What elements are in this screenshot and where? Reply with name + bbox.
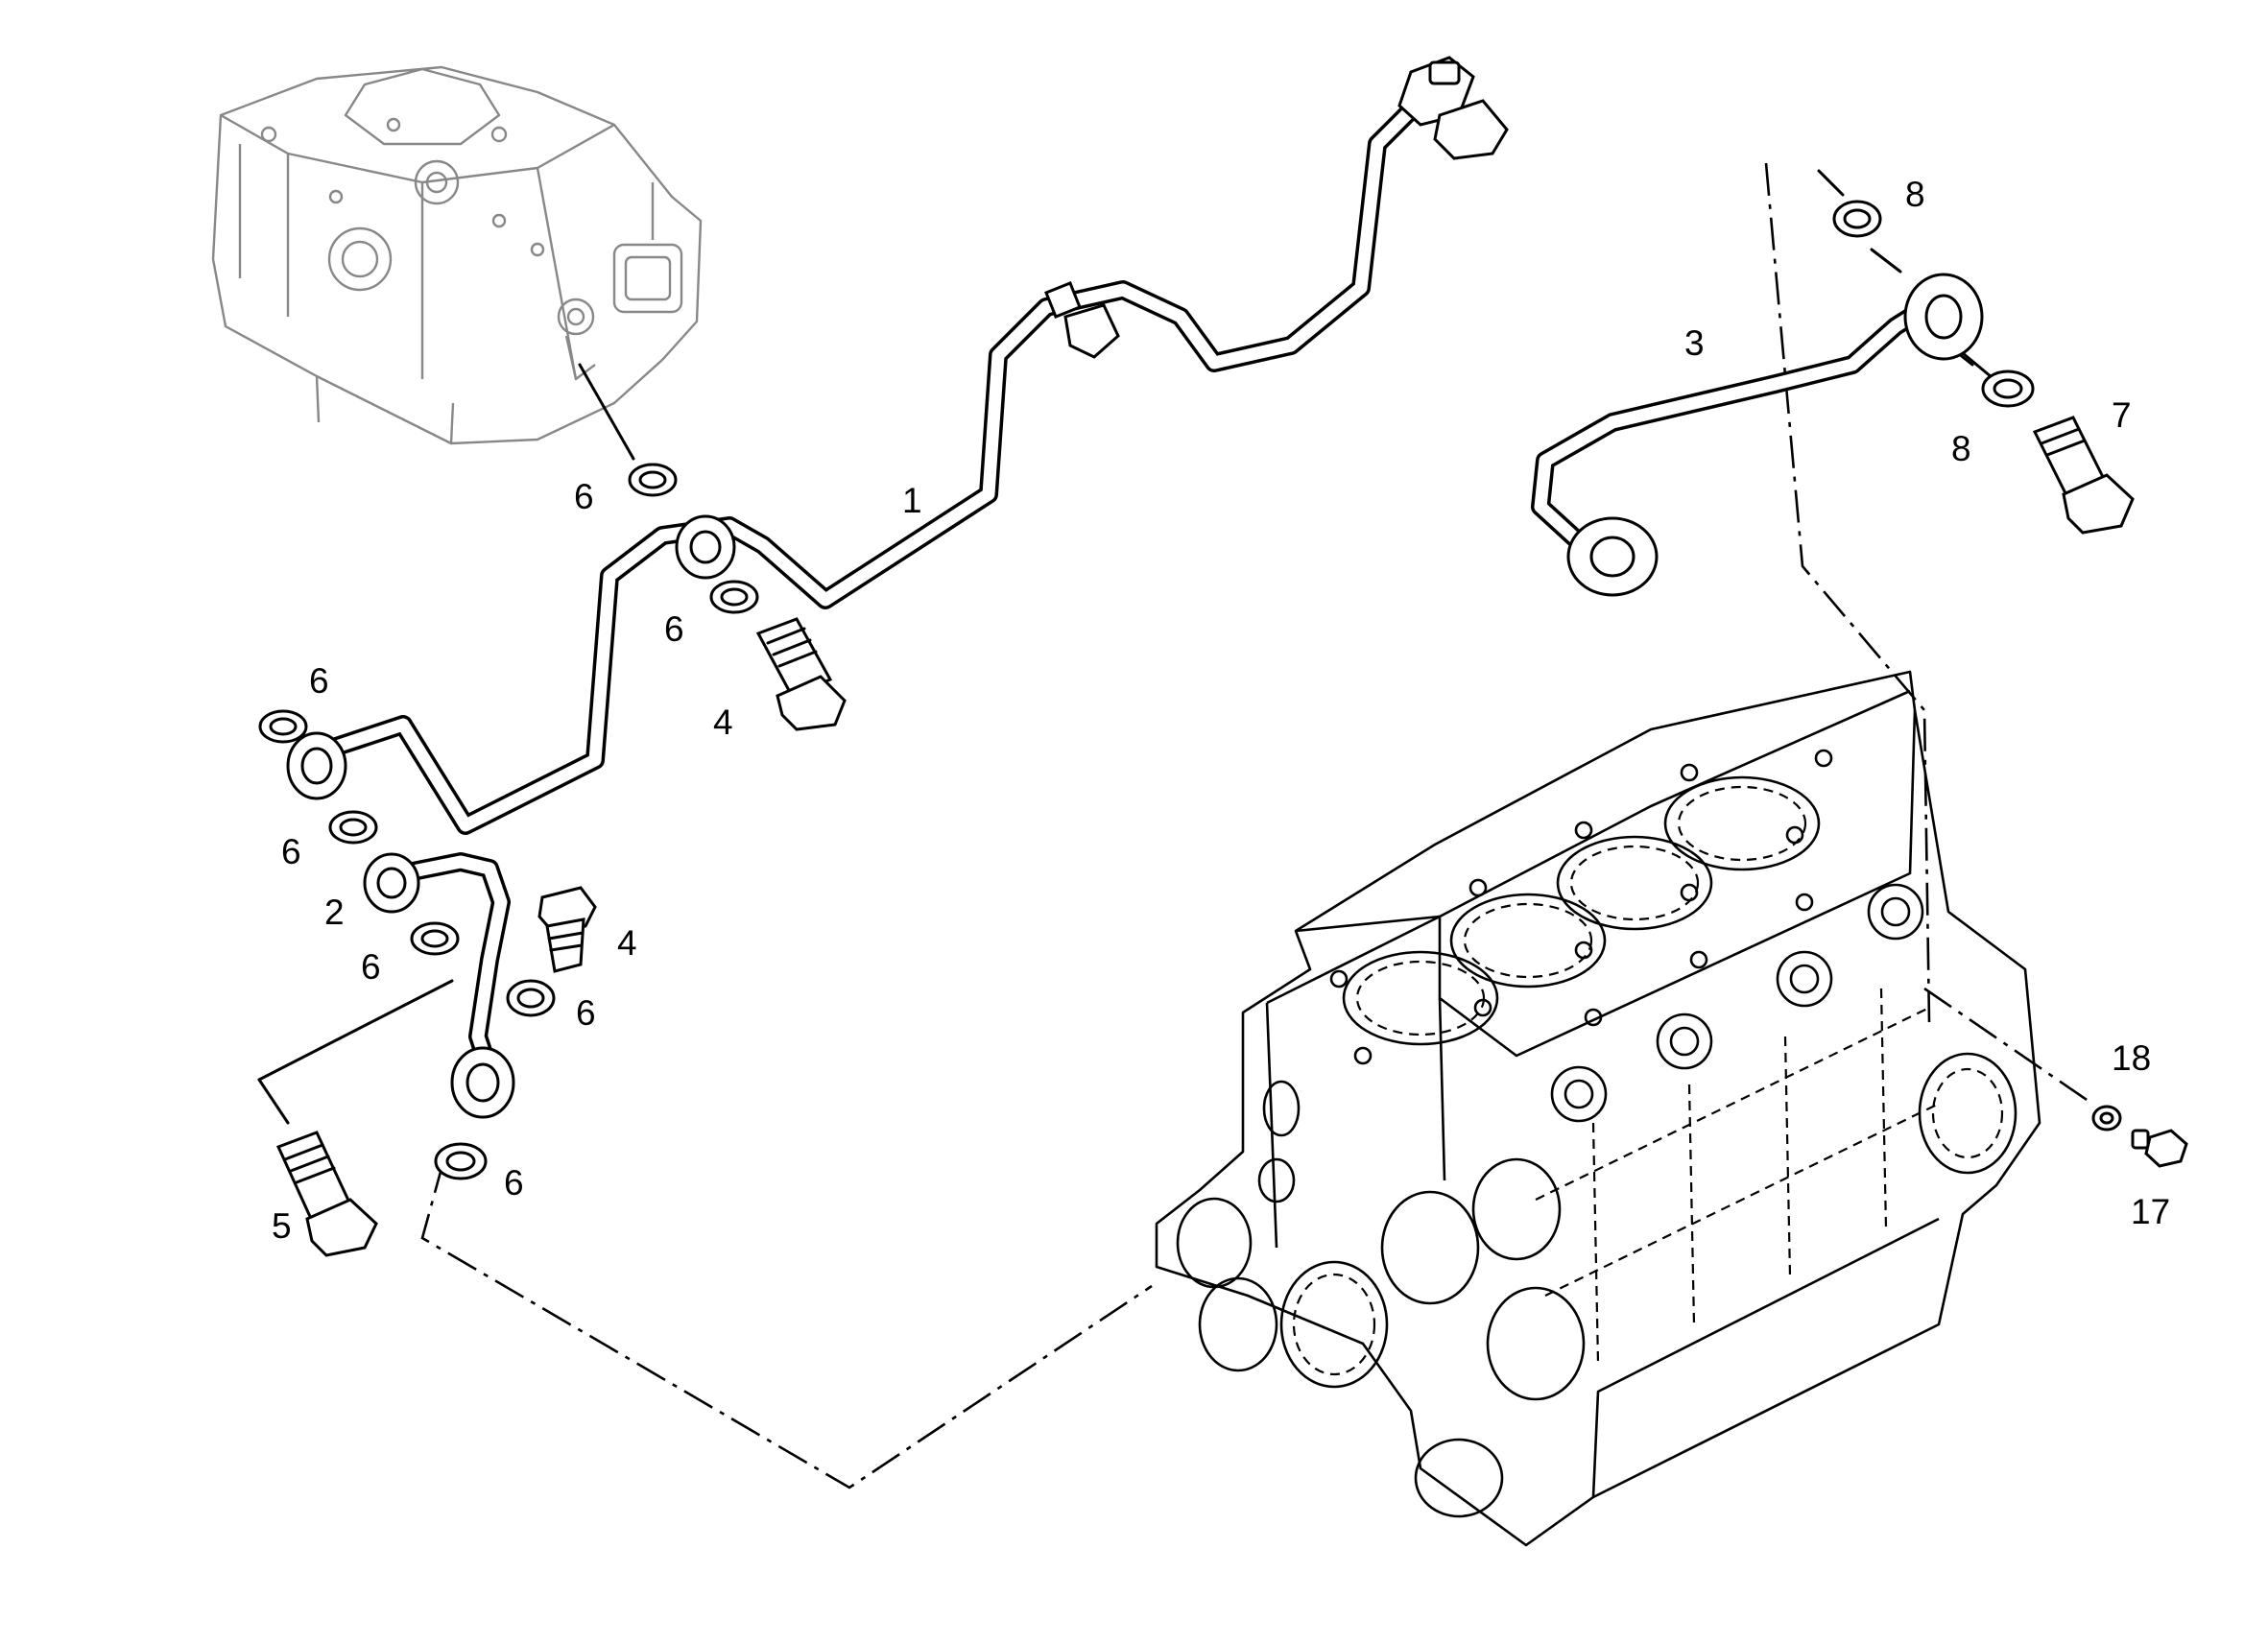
banjo-bolt-7: [2032, 416, 2135, 535]
callout-1: 1: [902, 481, 922, 520]
cylinder-head-reference: [211, 65, 703, 445]
callout-3: 3: [1684, 323, 1705, 363]
callout-6-e: 6: [361, 947, 381, 987]
plug-screw-17: [2131, 1129, 2188, 1168]
sealing-washers-8: [1832, 200, 2035, 408]
leader-lines: [257, 169, 1993, 1125]
banjo-bolt-5: [275, 1131, 378, 1257]
callout-6-c: 6: [309, 661, 329, 701]
deck-holes: [1329, 749, 1833, 1065]
callout-7: 7: [2112, 395, 2132, 435]
sealing-washers-6: [258, 463, 759, 1180]
callout-8-lower: 8: [1951, 429, 1971, 468]
banjo-bolt-4-upper: [755, 617, 847, 731]
callout-6-b: 6: [664, 609, 684, 649]
callout-5: 5: [272, 1206, 292, 1246]
assembly-lines: [420, 162, 2093, 1489]
callout-6-f: 6: [576, 993, 596, 1033]
block-ribs: [1265, 988, 1940, 1498]
plug-washer-18: [2091, 1105, 2122, 1132]
callout-4-lower: 4: [617, 923, 637, 963]
callout-4-upper: 4: [713, 703, 733, 742]
callout-6-g: 6: [504, 1163, 524, 1203]
callout-2: 2: [324, 893, 345, 932]
callout-labels: 1 2 3 4 4 5 6 6 6 6 6 6 6 7 8 8 17 18: [272, 175, 2170, 1246]
cylinder-bores: [1342, 775, 1821, 1046]
banjo-bolt-4-lower: [537, 886, 597, 973]
callout-6-a: 6: [574, 477, 594, 516]
oil-pipe-1: [286, 56, 1509, 835]
callout-8-upper: 8: [1905, 175, 1925, 214]
block-front-openings: [1176, 1080, 1586, 1518]
oil-pipe-3: [1531, 273, 1984, 597]
callout-17: 17: [2131, 1192, 2170, 1231]
callout-6-d: 6: [281, 832, 301, 871]
engine-block: [1155, 670, 2041, 1547]
oil-pipe-2: [363, 852, 515, 1119]
callout-18: 18: [2112, 1038, 2151, 1078]
